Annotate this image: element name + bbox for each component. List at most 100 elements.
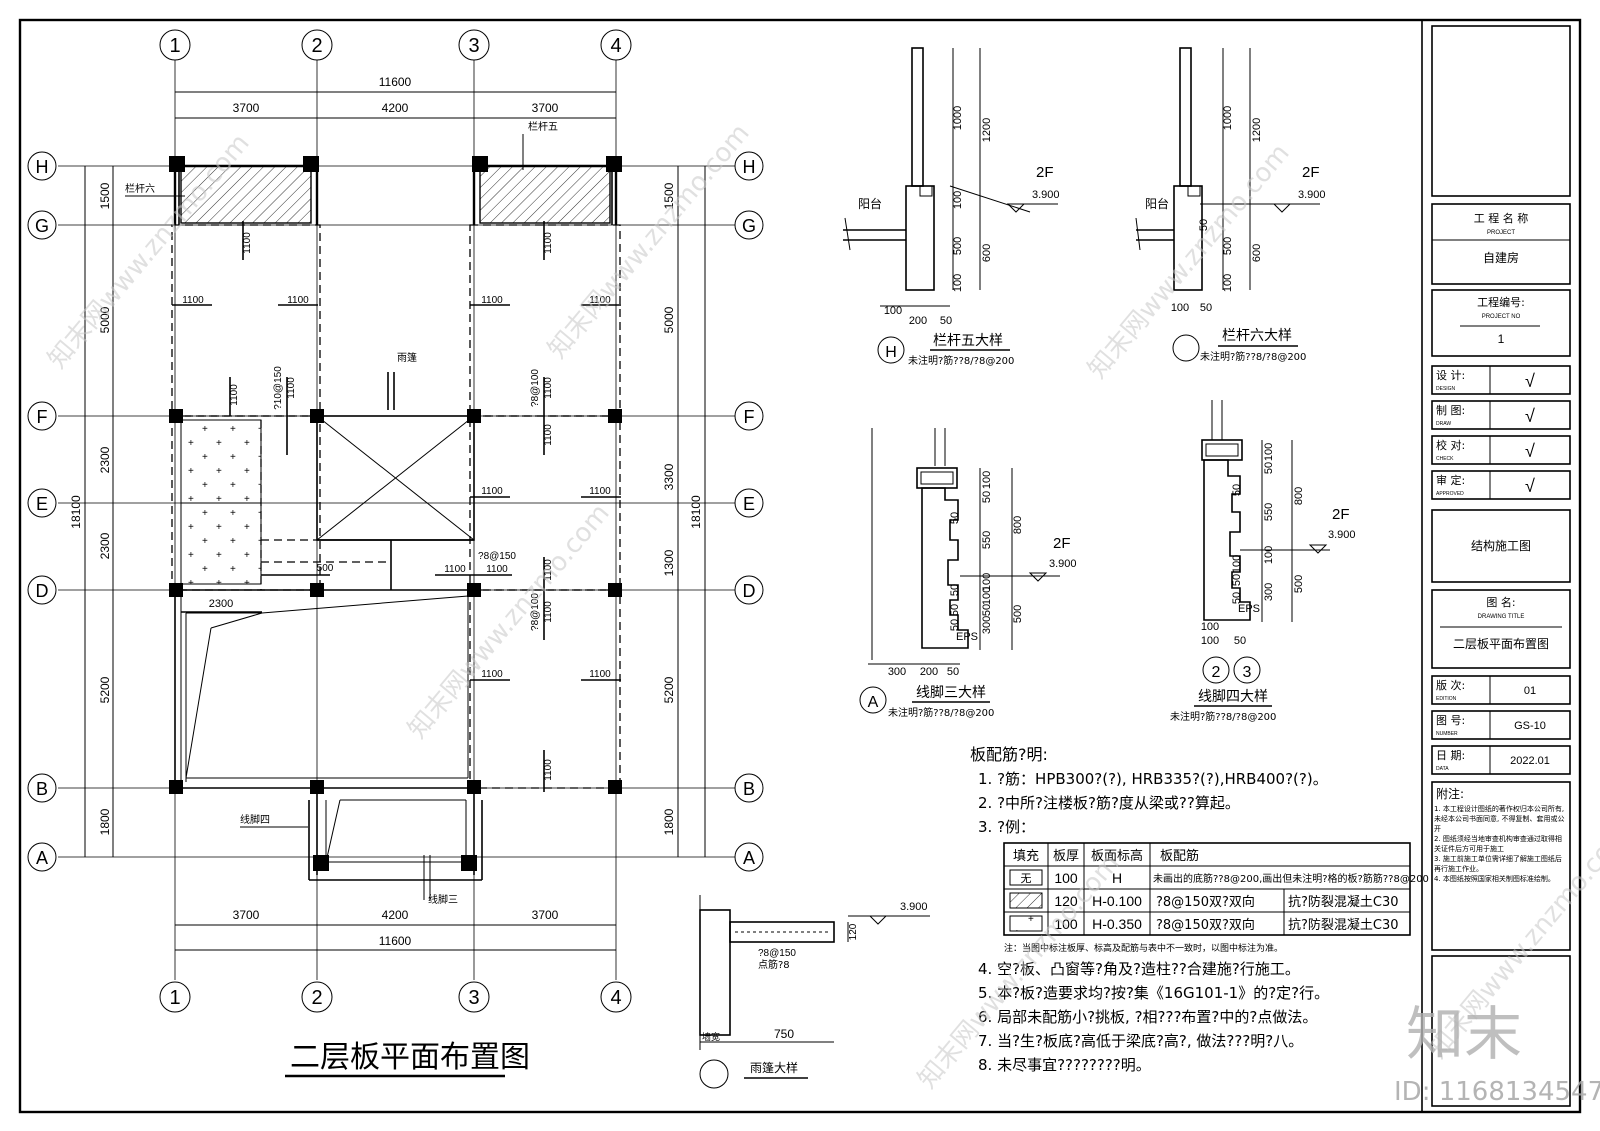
sign-rows: 设 计: DESIGN √ 制 图: DRAW √ 校 对: CHECK √ 审…: [1431, 365, 1571, 500]
label-xian-jiao-san: 线脚三: [428, 893, 458, 906]
svg-text:1500: 1500: [98, 182, 112, 209]
svg-text:EDITION: EDITION: [1436, 696, 1457, 702]
svg-text:3.900: 3.900: [1032, 189, 1060, 201]
svg-text:2300: 2300: [209, 598, 233, 610]
svg-text:2F: 2F: [1332, 506, 1350, 523]
detail4-title: 线脚四大样: [1198, 689, 1268, 705]
svg-text:1800: 1800: [662, 808, 676, 835]
svg-text:1200: 1200: [981, 118, 993, 142]
svg-text:知末网www.znzmo.com: 知末网www.znzmo.com: [42, 128, 255, 374]
svg-text:1: 1: [1498, 332, 1505, 346]
svg-text:11600: 11600: [379, 934, 412, 948]
svg-text:18100: 18100: [69, 495, 83, 529]
svg-text:1100: 1100: [286, 377, 297, 399]
svg-text:A: A: [868, 694, 879, 711]
axis-1-bottom: 1: [169, 987, 180, 1009]
svg-text:GS-10: GS-10: [1514, 720, 1546, 732]
detail-lan-gan-wu: 阳台 1000 1200 100 500 600 100 2F 3.900 10…: [843, 47, 1060, 367]
svg-text:2300: 2300: [98, 532, 112, 559]
balcony-left-hatch: [180, 165, 312, 224]
svg-text:G: G: [35, 216, 49, 236]
svg-text:1100: 1100: [242, 232, 253, 254]
watermark-id: ID: 1168134547: [1394, 1077, 1600, 1107]
svg-text:板配筋: 板配筋: [1160, 848, 1199, 864]
svg-text:1100: 1100: [481, 486, 503, 497]
svg-text:PROJECT NO: PROJECT NO: [1482, 314, 1521, 320]
svg-text:2F: 2F: [1302, 164, 1320, 181]
svg-text:B: B: [36, 779, 48, 799]
svg-text:800: 800: [1012, 516, 1024, 534]
svg-text:5200: 5200: [98, 676, 112, 703]
svg-text:750: 750: [774, 1027, 794, 1041]
dimensions-right: 18100 1500 5000 3300 1300 5200 1800: [662, 166, 706, 857]
svg-text:制 图:: 制 图:: [1436, 404, 1465, 417]
svg-text:点筋?8: 点筋?8: [758, 958, 790, 971]
axis-3-bottom: 3: [468, 987, 479, 1009]
svg-text:未注明?筋??8/?8@200: 未注明?筋??8/?8@200: [888, 706, 994, 719]
watermark: 知末网www.znzmo.com 知末网www.znzmo.com 知末网www…: [42, 118, 1600, 1107]
svg-text:100: 100: [981, 573, 993, 591]
svg-text:2300: 2300: [98, 446, 112, 473]
svg-text:1100: 1100: [543, 759, 554, 781]
svg-text:8. 未尽事宜????????明。: 8. 未尽事宜????????明。: [978, 1056, 1151, 1074]
svg-text:EPS: EPS: [956, 631, 978, 643]
label-yu-peng: 雨篷: [397, 351, 417, 364]
svg-text:D: D: [743, 581, 756, 601]
svg-text:5200: 5200: [662, 676, 676, 703]
svg-text:1100: 1100: [486, 564, 508, 575]
lowered-slab-crosshatch: [180, 419, 262, 585]
svg-text:100: 100: [1201, 635, 1219, 647]
svg-text:抗?防裂混凝土C30: 抗?防裂混凝土C30: [1288, 917, 1399, 933]
svg-text:01: 01: [1524, 685, 1536, 697]
svg-text:1200: 1200: [1251, 118, 1263, 142]
rebar-marks: 1100 1100 1100 1100 1100 1100 1100 ?10@1…: [172, 221, 621, 792]
drawing-type: 结构施工图: [1471, 538, 1531, 553]
svg-text:NUMBER: NUMBER: [1436, 731, 1458, 737]
svg-text:日 期:: 日 期:: [1436, 749, 1465, 762]
svg-text:50: 50: [1234, 635, 1246, 647]
svg-text:7. 当?生?板底?高低于梁底?高?, 做法???明?八。: 7. 当?生?板底?高低于梁底?高?, 做法???明?八。: [978, 1032, 1303, 1050]
dimensions-left: 18100 1500 5000 2300 2300 5200 1800: [69, 166, 114, 857]
svg-text:120: 120: [1054, 893, 1078, 909]
svg-text:2: 2: [1212, 664, 1221, 681]
svg-text:50: 50: [949, 584, 961, 596]
axis-bubbles-numbers: 1 2 3 4 1 2 3 4: [159, 29, 632, 1013]
svg-text:知末网www.znzmo.com: 知末网www.znzmo.com: [1082, 138, 1295, 384]
svg-text:3300: 3300: [662, 463, 676, 490]
svg-text:1100: 1100: [182, 295, 204, 306]
floor-plan: 1 2 3 4 1 2 3 4 H G F E D B A H G F E D …: [27, 29, 764, 1078]
svg-text:1100: 1100: [589, 295, 611, 306]
svg-text:3700: 3700: [233, 908, 260, 922]
svg-text:G: G: [742, 216, 756, 236]
svg-text:100: 100: [1263, 546, 1275, 564]
svg-text:H: H: [885, 344, 897, 361]
svg-text:600: 600: [981, 244, 993, 262]
svg-text:50: 50: [1231, 574, 1243, 586]
notes-heading: 板配筋?明:: [970, 745, 1048, 764]
svg-text:100: 100: [1222, 274, 1234, 292]
svg-text:EPS: EPS: [1238, 603, 1260, 615]
svg-text:注：当图中标注板厚、标高及配筋与表中不一致时，以图中标注为准: 注：当图中标注板厚、标高及配筋与表中不一致时，以图中标注为准。: [1004, 942, 1283, 954]
svg-text:1100: 1100: [589, 669, 611, 680]
svg-text:审 定:: 审 定:: [1436, 473, 1465, 487]
svg-text:未注明?筋??8/?8@200: 未注明?筋??8/?8@200: [1170, 710, 1276, 723]
svg-text:H-0.100: H-0.100: [1092, 893, 1142, 909]
svg-text:50: 50: [947, 666, 959, 678]
svg-text:50: 50: [949, 619, 961, 631]
svg-text:1100: 1100: [229, 384, 240, 406]
svg-text:√: √: [1525, 441, 1535, 461]
svg-text:6. 局部未配筋小?挑板, ?相???布置?中的?点做法。: 6. 局部未配筋小?挑板, ?相???布置?中的?点做法。: [978, 1008, 1317, 1026]
svg-text:H: H: [36, 157, 49, 177]
svg-text:设 计:: 设 计:: [1436, 369, 1465, 382]
svg-text:100: 100: [952, 274, 964, 292]
svg-text:1100: 1100: [543, 559, 554, 581]
svg-text:?10@150: ?10@150: [273, 366, 284, 410]
svg-text:2F: 2F: [1053, 535, 1071, 552]
title-block-notes: 1. 本工程设计图纸的著作权归本公司所有, 未经本公司书面同意, 不得复制、套用…: [1434, 805, 1565, 883]
svg-text:11600: 11600: [379, 75, 412, 89]
axis-4-bottom: 4: [610, 987, 621, 1009]
label-lan-gan-liu: 栏杆六: [125, 182, 155, 195]
svg-text:1500: 1500: [662, 182, 676, 209]
svg-text:600: 600: [1251, 244, 1263, 262]
svg-text:知末网www.znzmo.com: 知末网www.znzmo.com: [542, 118, 755, 364]
